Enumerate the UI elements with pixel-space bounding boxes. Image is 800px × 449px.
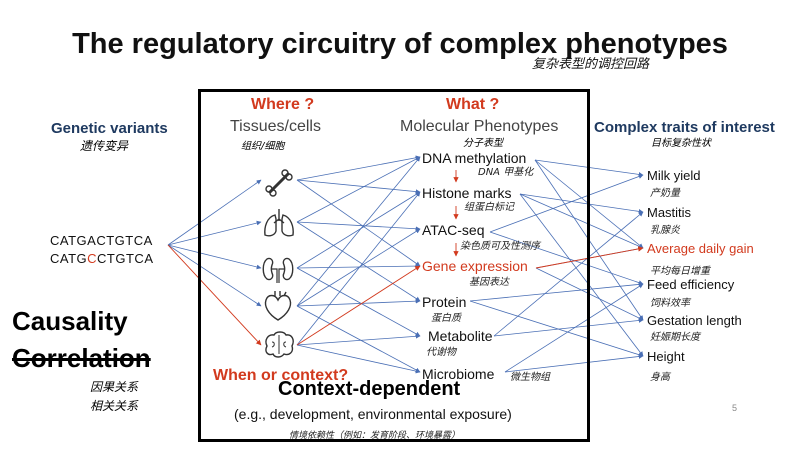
arrow-variant-to-tissue xyxy=(167,220,262,246)
trait-height-cn: 身高 xyxy=(650,372,670,383)
correlation-cn: 相关关系 xyxy=(90,399,139,413)
trait-average-daily-gain: Average daily gain xyxy=(647,241,754,256)
trait-milk-yield: Milk yield xyxy=(647,168,701,183)
molecular-protein: Protein xyxy=(422,294,467,310)
arrow-tissue-to-molecular xyxy=(296,267,421,337)
tissues-header: Tissues/cells xyxy=(230,118,321,135)
molecular-atac-seq-cn: 染色质可及性测序 xyxy=(460,241,540,252)
arrow-tissue-to-molecular xyxy=(296,305,421,373)
variant-base: C xyxy=(87,251,98,266)
arrow-tissue-to-molecular xyxy=(296,221,421,232)
trait-average-daily-gain-cn: 平均每日增重 xyxy=(650,266,710,277)
arrow-tissue-to-molecular xyxy=(296,156,421,307)
arrow-tissue-to-molecular xyxy=(296,156,421,223)
dna-sequence-alt: CATGCCTGTCA xyxy=(50,251,154,266)
complex-traits-header: Complex traits of interest xyxy=(594,119,775,136)
lungs-icon xyxy=(264,209,294,237)
arrow-molecular-to-trait xyxy=(519,193,644,249)
context-examples: (e.g., development, environmental exposu… xyxy=(234,406,512,422)
slide-number: 5 xyxy=(732,403,738,413)
causality-cn: 因果关系 xyxy=(90,380,139,394)
arrow-molecular-to-trait xyxy=(469,300,644,357)
arrow-molecular-to-trait xyxy=(519,193,644,214)
causality-label: Causality xyxy=(12,306,128,336)
arrow-molecular-to-trait xyxy=(469,282,644,302)
correlation-label: Correlation xyxy=(12,343,151,373)
arrow-tissue-to-molecular xyxy=(296,179,421,267)
genetic-variants-cn: 遗传变异 xyxy=(80,139,129,153)
molecular-header: Molecular Phenotypes xyxy=(400,118,559,135)
molecular-dna-methylation-cn: DNA 甲基化 xyxy=(478,167,534,178)
molecular-gene-expression: Gene expression xyxy=(422,258,528,274)
tissues-header-cn: 组织/细胞 xyxy=(241,141,285,152)
kidneys-icon xyxy=(262,257,294,283)
molecular-gene-expression-cn: 基因表达 xyxy=(469,277,509,288)
page-title: The regulatory circuitry of complex phen… xyxy=(72,28,728,60)
trait-mastitis-cn: 乳腺炎 xyxy=(650,225,680,236)
arrow-variant-to-tissue xyxy=(167,244,262,270)
molecular-dna-methylation: DNA methylation xyxy=(422,150,527,166)
arrow-molecular-to-trait xyxy=(519,193,644,357)
trait-mastitis: Mastitis xyxy=(647,205,692,220)
arrow-tissue-to-molecular xyxy=(296,155,421,181)
when-question: When or context? xyxy=(213,367,349,384)
arrow-tissue-to-molecular xyxy=(296,228,421,307)
molecular-atac-seq: ATAC-seq xyxy=(422,222,485,238)
molecular-metabolite: Metabolite xyxy=(428,328,493,344)
context-dependent-label: Context-dependent xyxy=(278,378,461,400)
molecular-metabolite-cn: 代谢物 xyxy=(426,347,456,358)
where-question: Where ? xyxy=(251,96,315,113)
arrow-molecular-to-trait xyxy=(489,231,644,285)
arrow-molecular-to-trait xyxy=(504,283,644,373)
arrow-tissue-to-molecular xyxy=(296,265,421,346)
trait-feed-efficiency: Feed efficiency xyxy=(647,277,735,292)
arrow-variant-to-tissue xyxy=(167,179,262,246)
what-question: What ? xyxy=(446,96,500,113)
context-cn: 情境依赖性（例如：发育阶段、环境暴露） xyxy=(289,431,461,441)
trait-gestation-length-cn: 妊娠期长度 xyxy=(650,332,700,343)
arrow-molecular-to-trait xyxy=(504,354,644,373)
arrow-tissue-to-molecular xyxy=(296,221,421,302)
complex-traits-header-cn: 目标复杂性状 xyxy=(651,138,711,149)
arrow-tissue-to-molecular xyxy=(296,191,421,269)
trait-gestation-length: Gestation length xyxy=(647,313,742,328)
arrow-molecular-to-trait xyxy=(493,318,644,337)
molecular-histone-marks: Histone marks xyxy=(422,185,512,201)
bone-icon xyxy=(265,169,293,197)
molecular-microbiome: Microbiome xyxy=(422,366,495,382)
arrow-variant-to-tissue xyxy=(167,244,262,307)
trait-feed-efficiency-cn: 饲料效率 xyxy=(650,298,690,309)
arrow-tissue-to-molecular xyxy=(296,263,421,269)
trait-height: Height xyxy=(647,349,685,364)
dna-sequence-ref: CATGACTGTCA xyxy=(50,233,153,248)
brain-icon xyxy=(265,331,294,358)
page-title-cn: 复杂表型的调控回路 xyxy=(532,57,650,72)
molecular-protein-cn: 蛋白质 xyxy=(431,313,461,324)
molecular-microbiome-cn: 微生物组 xyxy=(510,372,550,383)
arrow-tissue-to-molecular xyxy=(296,344,421,374)
molecular-histone-marks-cn: 组蛋白标记 xyxy=(464,202,514,213)
arrow-tissue-to-molecular xyxy=(296,191,421,346)
arrow-tissue-to-molecular xyxy=(296,179,421,194)
arrow-molecular-to-trait xyxy=(489,174,644,233)
trait-milk-yield-cn: 产奶量 xyxy=(650,188,680,199)
arrow-molecular-to-trait xyxy=(493,211,644,337)
arrow-tissue-to-molecular xyxy=(296,333,421,346)
genetic-variants-header: Genetic variants xyxy=(51,120,168,137)
molecular-header-cn: 分子表型 xyxy=(463,138,503,149)
context-box xyxy=(198,89,590,442)
arrow-variant-to-tissue xyxy=(167,244,262,346)
heart-icon xyxy=(264,291,292,321)
arrow-tissue-to-molecular xyxy=(296,298,421,307)
